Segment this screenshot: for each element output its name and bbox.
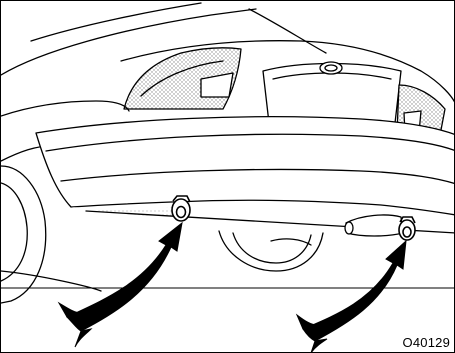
figure-code: O40129: [400, 335, 450, 350]
left-tail-light: [124, 48, 241, 109]
right-tow-hook: [399, 217, 415, 240]
exhaust-pipe: [345, 215, 403, 236]
emblem: [320, 62, 342, 74]
right-arrow: [297, 241, 406, 353]
rear-bumper: [36, 117, 455, 215]
right-wheel: [219, 231, 323, 271]
rear-window-line: [31, 3, 201, 41]
license-plate-recess: [263, 62, 401, 123]
